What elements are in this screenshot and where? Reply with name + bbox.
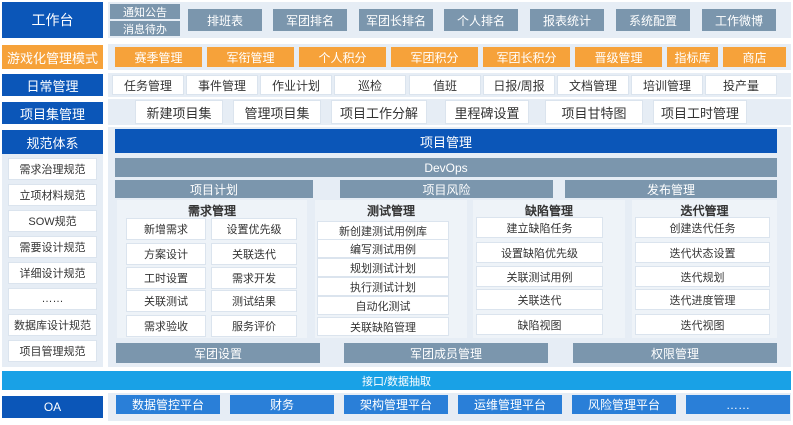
iter-item[interactable]: 迭代状态设置	[636, 243, 769, 262]
test-item[interactable]: 新创建测试用例库	[318, 222, 448, 239]
project-risk-tab[interactable]: 项目风险	[340, 180, 553, 198]
req-item[interactable]: 工时设置	[127, 268, 205, 288]
gamify-item[interactable]: 军团积分	[391, 47, 478, 67]
defect-item[interactable]: 建立缺陷任务	[477, 218, 602, 237]
req-item[interactable]: 关联测试	[127, 291, 205, 311]
test-item[interactable]: 关联缺陷管理	[318, 318, 448, 335]
release-mgmt-tab[interactable]: 发布管理	[565, 180, 777, 198]
gamify-item[interactable]: 军衔管理	[207, 47, 294, 67]
gamify-item[interactable]: 晋级管理	[575, 47, 662, 67]
platform-item[interactable]: 架构管理平台	[344, 395, 448, 414]
project-item[interactable]: 里程碑设置	[446, 101, 528, 123]
daily-item[interactable]: 培训管理	[632, 76, 702, 94]
norm-item[interactable]: 详细设计规范	[9, 263, 96, 283]
daily-item[interactable]: 事件管理	[187, 76, 257, 94]
norm-item[interactable]: ……	[9, 289, 96, 309]
gamify-item[interactable]: 赛季管理	[115, 47, 202, 67]
req-item[interactable]: 新增需求	[127, 219, 205, 239]
iter-item[interactable]: 迭代规划	[636, 267, 769, 286]
norm-item[interactable]: 数据库设计规范	[9, 315, 96, 335]
test-item[interactable]: 自动化测试	[318, 297, 448, 314]
test-item[interactable]: 执行测试计划	[318, 278, 448, 295]
top-nav-item[interactable]: 军团长排名	[359, 9, 433, 31]
iter-item[interactable]: 迭代视图	[636, 315, 769, 334]
platform-item[interactable]: 风险管理平台	[572, 395, 676, 414]
test-item[interactable]: 规划测试计划	[318, 259, 448, 276]
iter-item[interactable]: 迭代进度管理	[636, 290, 769, 309]
gamify-item[interactable]: 指标库	[667, 47, 718, 67]
top-nav-item[interactable]: 排班表	[188, 9, 262, 31]
project-item[interactable]: 项目工时管理	[654, 101, 746, 123]
interface-data-extract-bar: 接口/数据抽取	[2, 371, 791, 390]
sidebar-workbench[interactable]: 工作台	[2, 2, 103, 38]
sidebar-gamify-mode[interactable]: 游戏化管理模式	[2, 45, 103, 69]
sidebar-daily-mgmt[interactable]: 日常管理	[2, 74, 103, 96]
gamify-item[interactable]: 军团长积分	[483, 47, 570, 67]
bottom-row-item[interactable]: 权限管理	[573, 343, 777, 363]
project-item[interactable]: 新建项目集	[136, 101, 222, 123]
project-item[interactable]: 项目工作分解	[332, 101, 426, 123]
req-item[interactable]: 需求开发	[212, 268, 296, 288]
req-item[interactable]: 服务评价	[212, 316, 296, 336]
notice-button[interactable]: 通知公告	[110, 4, 180, 19]
defect-mgmt-title: 缺陷管理	[524, 203, 573, 218]
platforms-row	[108, 393, 791, 421]
platform-item[interactable]: 运维管理平台	[458, 395, 562, 414]
left-sidebar: 工作台 游戏化管理模式 日常管理 项目集管理 规范体系 需求治理规范立项材料规范…	[0, 0, 105, 425]
daily-item[interactable]: 巡检	[335, 76, 405, 94]
project-item[interactable]: 项目甘特图	[546, 101, 642, 123]
norm-item[interactable]: 立项材料规范	[9, 185, 96, 205]
daily-item[interactable]: 文档管理	[558, 76, 628, 94]
pending-messages-button[interactable]: 消息待办	[110, 21, 180, 36]
norms-panel: 规范体系 需求治理规范立项材料规范 SOW规范需要设计规范详细设计规范 …… 数据库设…	[2, 130, 103, 367]
project-management-header[interactable]: 项目管理	[115, 129, 777, 153]
req-item[interactable]: 设置优先级	[212, 219, 296, 239]
defect-item[interactable]: 关联迭代	[477, 290, 602, 309]
daily-item[interactable]: 作业计划	[261, 76, 331, 94]
devops-bar[interactable]: DevOps	[115, 158, 777, 177]
req-item[interactable]: 关联迭代	[212, 244, 296, 264]
defect-item[interactable]: 缺陷视图	[477, 315, 602, 334]
norms-title: 规范体系	[2, 130, 103, 154]
iter-item[interactable]: 创建迭代任务	[636, 218, 769, 237]
bottom-row-item[interactable]: 军团成员管理	[344, 343, 548, 363]
gamify-item[interactable]: 商店	[723, 47, 786, 67]
norm-item[interactable]: 需求治理规范	[9, 159, 96, 179]
platform-item[interactable]: ……	[686, 395, 790, 414]
req-item[interactable]: 方案设计	[127, 244, 205, 264]
sidebar-oa[interactable]: OA	[2, 396, 103, 418]
norm-item[interactable]: 项目管理规范	[9, 341, 96, 361]
daily-item[interactable]: 值班	[410, 76, 480, 94]
req-mgmt-title: 需求管理	[187, 203, 236, 218]
req-item[interactable]: 测试结果	[212, 291, 296, 311]
top-nav-item[interactable]: 报表统计	[530, 9, 604, 31]
defect-item[interactable]: 设置缺陷优先级	[477, 243, 602, 262]
top-nav-item[interactable]: 系统配置	[616, 9, 690, 31]
top-nav-item[interactable]: 个人排名	[444, 9, 518, 31]
sidebar-project-set-mgmt[interactable]: 项目集管理	[2, 102, 103, 124]
iter-mgmt-title: 迭代管理	[680, 203, 729, 218]
daily-item[interactable]: 日报/周报	[484, 76, 554, 94]
req-item[interactable]: 需求验收	[127, 316, 205, 336]
daily-item[interactable]: 任务管理	[113, 76, 183, 94]
platform-item[interactable]: 数据管控平台	[116, 395, 220, 414]
project-plan-tab[interactable]: 项目计划	[115, 180, 313, 198]
project-item[interactable]: 管理项目集	[234, 101, 320, 123]
test-mgmt-title: 测试管理	[366, 203, 415, 218]
norm-item[interactable]: SOW规范	[9, 211, 96, 231]
norm-item[interactable]: 需要设计规范	[9, 237, 96, 257]
test-item[interactable]: 编写测试用例	[318, 240, 448, 257]
top-nav-item[interactable]: 工作微博	[702, 9, 776, 31]
bottom-row-item[interactable]: 军团设置	[116, 343, 320, 363]
daily-item[interactable]: 投产量	[706, 76, 776, 94]
top-nav-item[interactable]: 军团排名	[273, 9, 347, 31]
defect-item[interactable]: 关联测试用例	[477, 267, 602, 286]
gamify-item[interactable]: 个人积分	[299, 47, 386, 67]
platform-item[interactable]: 财务	[230, 395, 334, 414]
